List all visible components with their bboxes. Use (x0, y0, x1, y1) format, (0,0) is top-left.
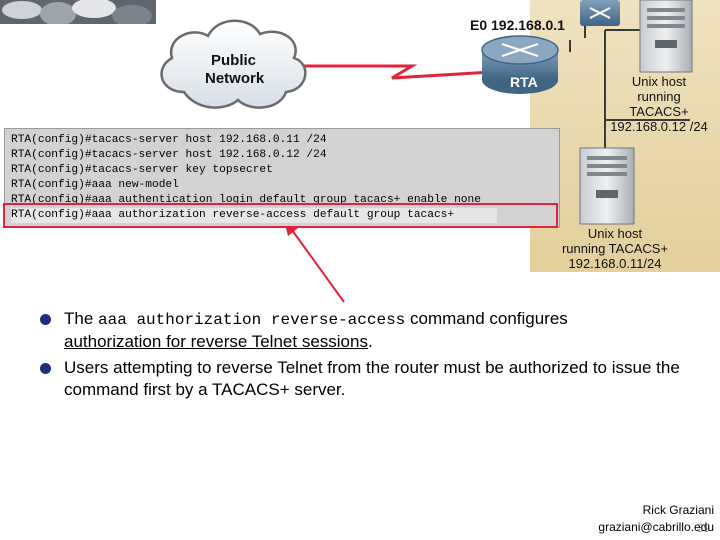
footer-credit: Rick Graziani graziani@cabrillo.edu (598, 502, 714, 536)
header-photo (0, 0, 156, 30)
host2-label-line: running TACACS+ (561, 241, 669, 256)
cli-line: RTA(config)#aaa new-model (11, 179, 179, 191)
bullet-1-before: The (64, 309, 99, 328)
serial-link (268, 64, 493, 80)
cli-line: RTA(config)#tacacs-server host 192.168.0… (11, 149, 327, 161)
bullet-item-1: The aaa authorization reverse-access com… (36, 308, 716, 353)
footer-email: graziani@cabrillo.edu (598, 520, 714, 534)
page-number: 39 (696, 521, 710, 535)
bullet-dot-icon (40, 363, 51, 374)
bullet-2-text: Users attempting to reverse Telnet from … (64, 358, 680, 399)
host2-label-line: 192.168.0.11/24 (568, 256, 662, 271)
router-icon (481, 35, 559, 94)
router-label: RTA (510, 74, 538, 90)
callout-arrow (284, 220, 345, 303)
highlight-box (3, 203, 558, 228)
host1-label-line: Unix host (631, 74, 687, 89)
host1-label-line: 192.168.0.12 /24 (610, 119, 708, 134)
bullet-list: The aaa authorization reverse-access com… (36, 308, 716, 405)
host2-label-line: Unix host (587, 226, 643, 241)
server-icon-1 (639, 0, 693, 73)
bullet-item-2: Users attempting to reverse Telnet from … (36, 357, 714, 401)
cli-config-box: RTA(config)#tacacs-server host 192.168.0… (4, 128, 560, 228)
cloud-label-line-1: Public (211, 52, 257, 69)
host1-label-line: TACACS+ (629, 104, 689, 119)
footer-name: Rick Graziani (642, 503, 714, 517)
server-icon-2 (579, 147, 635, 225)
host1-label-line: running (637, 89, 681, 104)
hub-icon (580, 0, 620, 26)
bullet-dot-icon (40, 314, 51, 325)
bullet-1-command: aaa authorization reverse-access (98, 311, 406, 329)
cli-line: RTA(config)#tacacs-server host 192.168.0… (11, 134, 327, 146)
host1-label: Unix host running TACACS+ 192.168.0.12 /… (600, 74, 718, 134)
public-network-cloud (160, 19, 307, 109)
cli-line-highlighted: RTA(config)#aaa authorization reverse-ac… (11, 208, 497, 223)
interface-label: E0 192.168.0.1 (470, 17, 565, 33)
cli-line: RTA(config)#tacacs-server key topsecret (11, 164, 273, 176)
bullet-1-after: command configures (405, 309, 568, 328)
bullet-1-end: . (367, 332, 373, 351)
cloud-label-line-2: Network (205, 70, 265, 87)
bullet-1-underlined: authorization for reverse Telnet session… (64, 332, 368, 351)
host2-label: Unix host running TACACS+ 192.168.0.11/2… (540, 226, 690, 271)
